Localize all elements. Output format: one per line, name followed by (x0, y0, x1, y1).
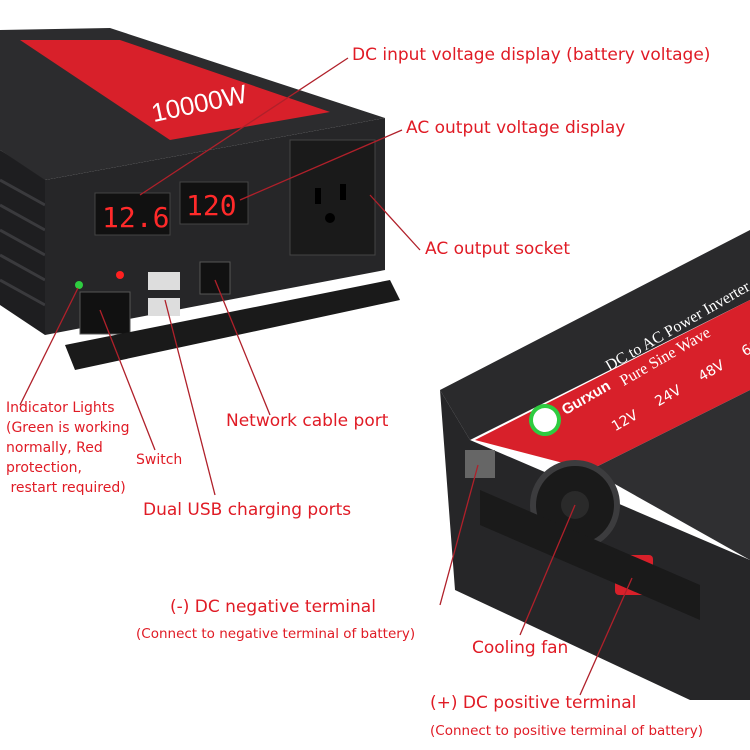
label-cooling-fan: Cooling fan (472, 638, 569, 658)
label-dc-positive-note: (Connect to positive terminal of battery… (430, 723, 703, 739)
voltage-60v: 60V (739, 332, 750, 360)
top-red-label (20, 40, 330, 140)
label-dc-positive: (+) DC positive terminal (430, 693, 637, 713)
mounting-foot (480, 490, 700, 620)
usb-port (148, 298, 180, 316)
inverter-top (440, 230, 750, 440)
socket-ground (325, 213, 335, 223)
ac-output-reading: 120 (186, 189, 237, 222)
red-led (116, 271, 124, 279)
front-inverter: 10000W 12.6 120 (0, 28, 400, 370)
label-dc-negative-note: (Connect to negative terminal of battery… (136, 626, 416, 642)
inverter-body (590, 390, 750, 560)
brand-logo (529, 404, 561, 436)
rear-inverter: Gurxun DC to AC Power Inverter Pure Sine… (440, 230, 750, 700)
label-ac-socket: AC output socket (425, 239, 571, 259)
negative-terminal (465, 450, 495, 478)
label-indicator-lights: Indicator Lights (Green is working norma… (6, 400, 130, 496)
power-switch (79, 291, 131, 335)
network-port (199, 261, 231, 295)
usb-port (148, 272, 180, 290)
dc-input-display (94, 192, 171, 236)
label-dc-negative: (-) DC negative terminal (170, 597, 376, 617)
leader-lines (19, 57, 633, 696)
mounting-foot (65, 280, 400, 370)
ac-output-display (179, 181, 249, 225)
ac-output-socket (289, 139, 376, 256)
label-network-port: Network cable port (226, 411, 389, 431)
label-ac-output-display: AC output voltage display (406, 118, 626, 138)
dc-input-reading: 12.6 (102, 201, 169, 234)
label-dc-input-display: DC input voltage display (battery voltag… (352, 45, 711, 65)
socket-slot (340, 184, 346, 200)
socket-slot (315, 188, 321, 204)
label-usb-ports: Dual USB charging ports (143, 500, 352, 520)
label-switch: Switch (136, 452, 183, 468)
green-led (75, 281, 83, 289)
